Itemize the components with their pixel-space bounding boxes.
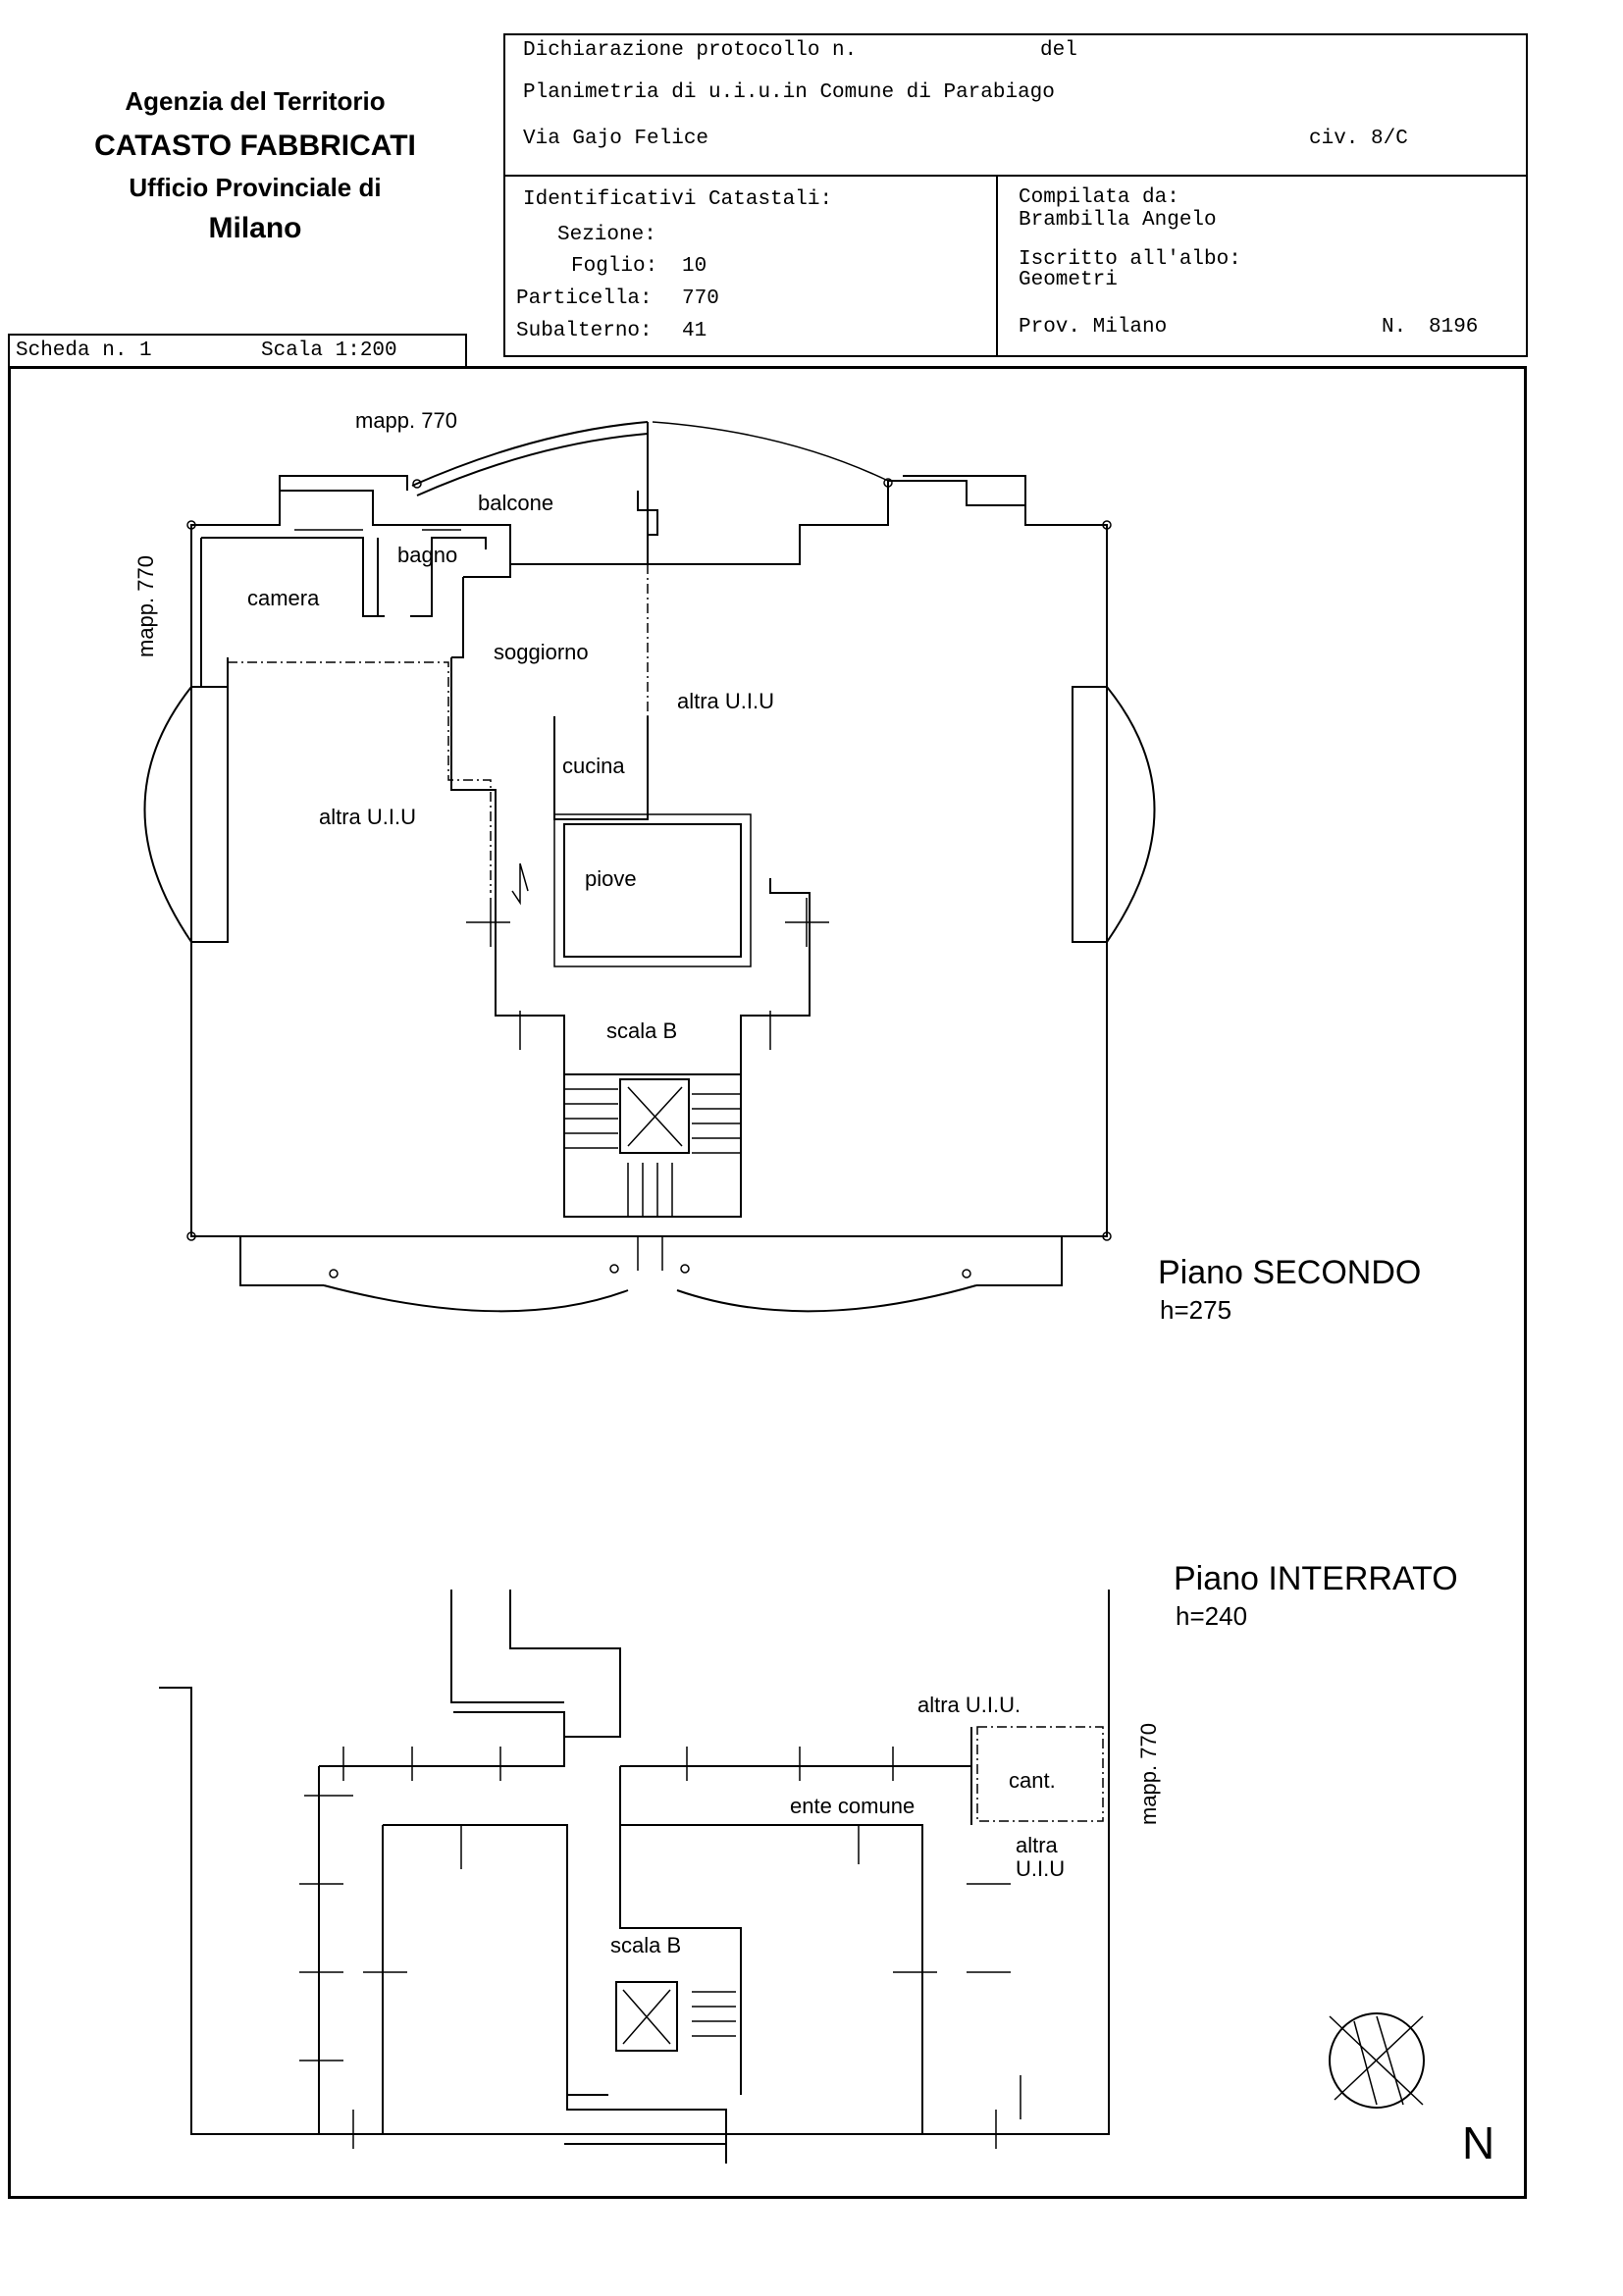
- upper-outline: [190, 480, 1108, 1237]
- north-label: N: [1462, 2117, 1494, 2168]
- north-symbol: [1329, 2012, 1425, 2109]
- street-label: Via Gajo Felice: [523, 128, 709, 150]
- piove-box: [563, 823, 742, 958]
- protocol-label: Dichiarazione protocollo n.: [523, 39, 858, 62]
- identifiers-divider: [996, 175, 998, 357]
- agency-office: Ufficio Provinciale di: [129, 173, 382, 202]
- upper-floor-title: Piano SECONDO: [1158, 1254, 1421, 1291]
- lower-floor-title: Piano INTERRATO: [1174, 1560, 1458, 1597]
- label-balcone: balcone: [478, 491, 553, 515]
- stair-block: [563, 1073, 742, 1218]
- lower-floor-height: h=240: [1176, 1601, 1247, 1631]
- declaration-box: [503, 33, 1528, 357]
- register-value: Geometri: [1019, 269, 1118, 291]
- foglio-value: 10: [682, 255, 707, 278]
- upper-floor-plan: mapp. 770 mapp. 770 balcone bagno camera…: [133, 408, 1421, 1325]
- foglio-label: Foglio:: [571, 255, 658, 278]
- label-bagno: bagno: [397, 543, 457, 567]
- drawing-frame: [8, 366, 1527, 2199]
- particella-value: 770: [682, 287, 719, 310]
- agency-name: Agenzia del Territorio: [125, 86, 386, 116]
- label-altra-right: altra U.I.U: [677, 689, 774, 713]
- sezione-label: Sezione:: [557, 224, 656, 246]
- upper-mapp-left: mapp. 770: [133, 555, 158, 657]
- label-scala-upper: scala B: [606, 1018, 677, 1043]
- agency-city: Milano: [208, 212, 302, 244]
- lower-mapp-right: mapp. 770: [1136, 1723, 1161, 1825]
- plan-label: Planimetria di u.i.u.in Comune di Parabi…: [523, 81, 1055, 104]
- register-number-label: N.: [1382, 316, 1407, 339]
- province-label: Prov. Milano: [1019, 316, 1168, 339]
- del-label: del: [1040, 39, 1077, 62]
- label-piove: piove: [585, 866, 637, 891]
- compiler-label: Compilata da:: [1019, 186, 1179, 209]
- upper-mapp-top: mapp. 770: [355, 408, 457, 433]
- agency-catasto: CATASTO FABBRICATI: [94, 130, 416, 162]
- label-cant: cant.: [1009, 1768, 1056, 1793]
- label-cucina: cucina: [562, 754, 625, 778]
- declaration-divider: [503, 175, 1528, 177]
- subalterno-label: Subalterno:: [516, 320, 653, 342]
- label-altra-line2: U.I.U: [1016, 1856, 1065, 1881]
- cant-box: [976, 1726, 1104, 1822]
- label-altra-line1: altra: [1016, 1833, 1059, 1857]
- scheda-label: Scheda n. 1: [16, 339, 152, 362]
- compiler-name: Brambilla Angelo: [1019, 209, 1217, 232]
- label-ente-comune: ente comune: [790, 1794, 915, 1818]
- identifiers-title: Identificativi Catastali:: [523, 188, 833, 211]
- subalterno-value: 41: [682, 320, 707, 342]
- upper-floor-height: h=275: [1160, 1295, 1231, 1325]
- lower-floor-plan: altra U.I.U. cant. mapp. 770 ente comune…: [159, 1560, 1494, 2168]
- label-scala-lower: scala B: [610, 1933, 681, 1957]
- civic-number: civ. 8/C: [1309, 128, 1408, 150]
- scala-label: Scala 1:200: [261, 339, 397, 362]
- register-label: Iscritto all'albo:: [1019, 248, 1241, 271]
- register-number: 8196: [1429, 316, 1479, 339]
- label-camera: camera: [247, 586, 320, 610]
- label-altra-top: altra U.I.U.: [917, 1693, 1021, 1717]
- label-altra-left: altra U.I.U: [319, 805, 416, 829]
- particella-label: Particella:: [516, 287, 653, 310]
- label-soggiorno: soggiorno: [494, 640, 589, 664]
